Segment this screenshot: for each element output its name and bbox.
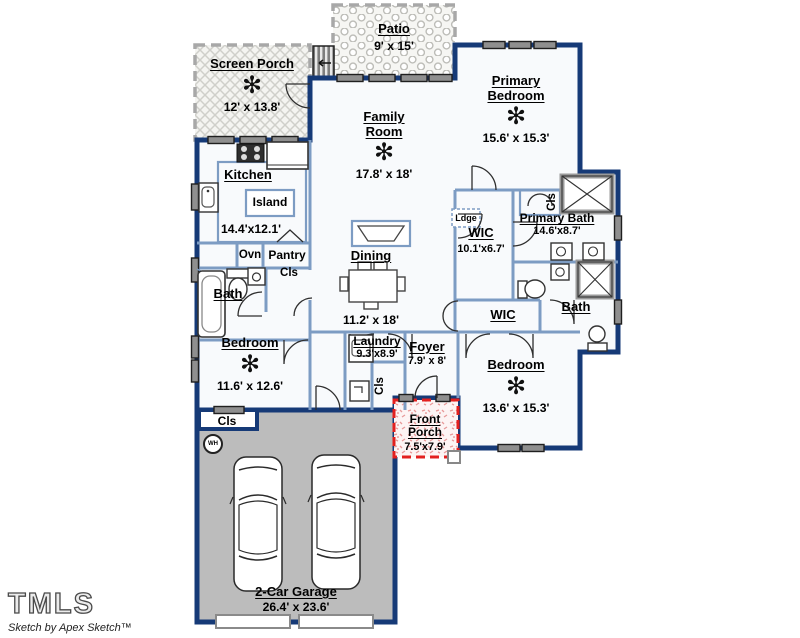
closet-label: Cls [546, 193, 558, 211]
closet-label: Cls [280, 267, 298, 279]
room-label-bath-right: Bath [561, 299, 591, 314]
bathtub-icon [197, 270, 226, 338]
room-label-bedroom-left: Bedroom ✻ 11.6' x 12.6' [205, 335, 295, 392]
room-name: Primary Bedroom [487, 73, 545, 103]
car-icon [229, 456, 287, 592]
room-label-bedroom-right: Bedroom ✻ 13.6' x 15.3' [471, 357, 561, 414]
room-label-primary-bath: Primary Bath 14.6'x8.7' [519, 211, 595, 238]
patio-area [331, 3, 457, 80]
sink-icon [582, 242, 605, 261]
room-label-wic-primary: WIC 10.1'x6.7' [457, 225, 505, 255]
porch-column [447, 450, 461, 464]
ceiling-fan-icon: ✻ [505, 103, 527, 131]
room-name: Screen Porch [210, 56, 294, 71]
room-label-dining: Dining [350, 248, 392, 263]
water-heater-icon: WH [203, 434, 223, 454]
garage-door [298, 614, 374, 629]
closet-label: Cls [374, 377, 386, 395]
room-name: Patio [378, 21, 410, 36]
room-label-primary-bedroom: Primary Bedroom ✻ 15.6' x 15.3' [466, 73, 566, 146]
refrigerator-icon [266, 141, 309, 170]
kitchen-dims: 14.4'x12.1' [220, 222, 282, 236]
kitchen-island [244, 188, 296, 218]
ceiling-fan-icon: ✻ [505, 372, 527, 400]
tmls-logo: TMLS [7, 587, 95, 620]
ceiling-fan-icon: ✻ [239, 350, 261, 378]
patio-steps [312, 45, 335, 80]
ceiling-fan-icon: ✻ [373, 139, 395, 167]
washer-icon [348, 334, 374, 363]
sink-icon [550, 263, 570, 281]
pantry-label: Pantry [268, 248, 306, 262]
room-label-garage: 2-Car Garage 26.4' x 23.6' [255, 584, 337, 614]
room-label-patio: Patio 9' x 15' [374, 21, 414, 53]
garage-door [215, 614, 291, 629]
car-icon [307, 454, 365, 590]
buffet [350, 219, 412, 248]
kitchen-island-label: Island [252, 195, 288, 209]
shower [575, 259, 615, 300]
ledge-label: Ldge [455, 213, 477, 223]
sketch-credit: Sketch by Apex Sketch™ [8, 622, 132, 634]
kitchen-sink-icon [198, 182, 219, 213]
oven-label: Ovn [238, 249, 262, 261]
utility-sink-icon [349, 380, 370, 402]
sink-icon [247, 267, 266, 286]
sink-icon [550, 242, 573, 261]
room-label-laundry: Laundry 9.3'x8.9' [353, 334, 401, 361]
dining-dims: 11.2' x 18' [343, 313, 399, 327]
room-label-bath-left: Bath [213, 286, 243, 301]
room-dims: 17.8' x 18' [355, 167, 413, 182]
screen-porch-area [193, 43, 312, 142]
dining-table [339, 261, 406, 310]
room-label-family-room: Family Room ✻ 17.8' x 18' [347, 109, 421, 182]
closet-label: Cls [217, 414, 237, 428]
room-label-foyer: Foyer 7.9' x 8' [407, 339, 447, 367]
room-dims: 15.6' x 15.3' [482, 131, 550, 146]
toilet-icon [517, 279, 546, 299]
room-label-front-porch: Front Porch 7.5'x7.9' [404, 412, 446, 453]
pedestal-sink-icon [587, 325, 608, 352]
garage-area [194, 407, 398, 625]
ceiling-fan-icon: ✻ [241, 71, 263, 99]
room-dims: 12' x 13.8' [223, 99, 281, 114]
room-dims: 9' x 15' [374, 38, 414, 53]
room-label-kitchen: Kitchen [224, 167, 272, 183]
cooktop-icon [236, 143, 265, 163]
windows [190, 40, 623, 453]
room-label-wic-hall: WIC [490, 307, 516, 322]
room-name: Family Room [363, 109, 405, 139]
room-name: Kitchen [224, 167, 272, 182]
shower [559, 173, 615, 215]
room-label-screen-porch: Screen Porch ✻ 12' x 13.8' [210, 56, 294, 114]
